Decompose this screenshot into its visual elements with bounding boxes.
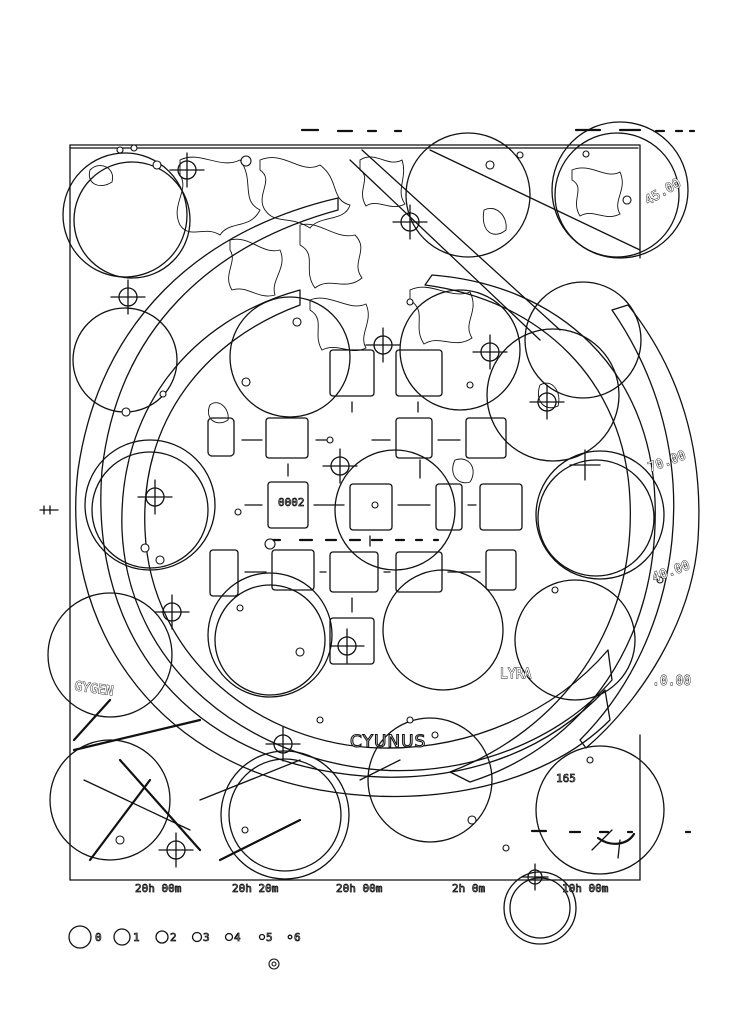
axis-tick: 2h 0m [452, 882, 485, 895]
label-small-mid: 0002 [278, 496, 305, 509]
bottom-right-dashes [530, 829, 692, 834]
diagonal-lines [72, 149, 641, 862]
magnitude-label: 2 [170, 931, 177, 944]
spiral-arcs [75, 197, 700, 798]
magnitude-label: 0 [95, 931, 102, 944]
bottom-axis-labels: 20h 00m 20h 20m 20h 00m 2h 0m 10h 00m [135, 882, 610, 896]
label-cygnus: CYUNUS [350, 732, 426, 752]
magnitude-label: 3 [203, 931, 210, 944]
axis-tick: 20h 00m [135, 882, 182, 895]
magnitude-label: 1 [133, 931, 140, 944]
chart-frame [69, 144, 641, 881]
center-grid [207, 349, 523, 665]
label-right-top: 45.00 [643, 176, 684, 209]
magnitude-label: 4 [234, 931, 241, 944]
contour-outlines [88, 156, 623, 484]
axis-tick: 20h 20m [232, 882, 279, 895]
star-circles [47, 121, 689, 945]
magnitude-label: 6 [294, 931, 301, 944]
magnitude-scale: 0 1 2 3 4 5 6 [68, 925, 301, 949]
magnitude-label: 5 [266, 931, 273, 944]
axis-tick: 20h 00m [336, 882, 383, 895]
label-bottom-small: 165 [556, 772, 576, 785]
label-lyra: LYRA [500, 667, 531, 682]
top-dash-line [300, 128, 696, 133]
crosshair-markers [39, 152, 601, 891]
label-right-mid: 70.00 [646, 448, 688, 475]
label-cygnus-left: GYGEN [73, 679, 114, 699]
label-right-bottom: .0.00 [652, 674, 691, 689]
axis-tick: 10h 00m [562, 882, 609, 895]
label-right-low: 40.00 [650, 558, 692, 585]
star-dots [115, 144, 664, 970]
